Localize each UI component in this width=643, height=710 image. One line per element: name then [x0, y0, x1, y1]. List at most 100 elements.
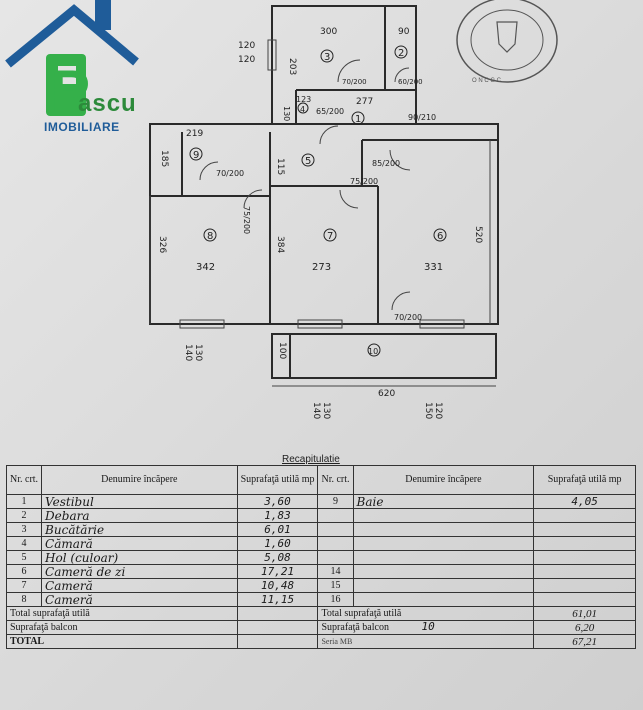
pascu-logo: P ascu IMOBILIARE [0, 0, 180, 140]
logo-letter: P [50, 58, 90, 125]
row-name: Cameră [41, 592, 238, 607]
dim-130a: 130 [193, 344, 203, 361]
width-620: 620 [378, 389, 395, 399]
row-nr: 4 [5, 536, 43, 551]
row-name: Hol (culoar) [41, 550, 238, 565]
door-label-1: 65/200 [316, 107, 344, 116]
total-row: TOTAL Seria MB 67,21 [6, 634, 636, 649]
door-label-5: 75/200 [242, 206, 251, 234]
dim-120c: 120 [433, 402, 443, 419]
room-number-2: 2 [398, 48, 404, 59]
room-number-6: 6 [437, 231, 443, 242]
row-name2 [352, 522, 535, 537]
room-number-1: 1 [355, 114, 361, 125]
dim-123: 123 [296, 95, 311, 104]
door-label-9: 70/200 [342, 78, 367, 86]
room-number-8: 8 [207, 231, 213, 242]
balcon-right-cell: Suprafaţă balcon 10 [317, 620, 535, 635]
row-area: 11,15 [236, 592, 319, 607]
dim-520: 520 [473, 226, 483, 243]
empty-cell [236, 620, 319, 635]
width-342: 342 [196, 262, 215, 273]
row-area2 [533, 564, 636, 579]
room-number-9: 9 [193, 150, 199, 161]
dim-219: 219 [186, 129, 203, 139]
total-util-row: Total suprafaţă utilă Total suprafaţă ut… [6, 606, 636, 621]
empty-cell [236, 634, 319, 649]
dim-140b: 140 [311, 402, 321, 419]
dim-384: 384 [275, 236, 285, 253]
row-name2 [352, 508, 535, 523]
row-area2 [533, 508, 636, 523]
col-nr: Nr. crt. [5, 465, 43, 495]
width-273: 273 [312, 262, 331, 273]
row-name: Bucătărie [41, 522, 238, 537]
balcon-row: Suprafaţă balcon Suprafaţă balcon 10 6,2… [6, 620, 636, 635]
col-area2: Suprafaţă utilă mp [533, 465, 636, 495]
row-name2 [352, 550, 535, 565]
dim-300: 300 [320, 27, 337, 37]
total-util-label: Total suprafaţă utilă [6, 606, 238, 621]
door-label-7: 85/200 [372, 159, 400, 168]
row-area2 [533, 522, 636, 537]
row-name2 [352, 578, 535, 593]
row-nr2: 9 [317, 494, 354, 509]
room-number-5: 5 [305, 156, 311, 167]
balcon-room-number: 10 [421, 620, 435, 633]
total-label: TOTAL [6, 634, 238, 649]
width-331: 331 [424, 262, 443, 273]
door-label-3: 70/200 [216, 169, 244, 178]
balcon-label: Suprafaţă balcon [6, 620, 238, 635]
row-area2 [533, 550, 636, 565]
row-area: 10,48 [236, 578, 319, 593]
row-area2 [533, 592, 636, 607]
room-number-10: 10 [368, 347, 378, 356]
col-name2: Denumire încăpere [352, 465, 535, 495]
dim-150: 150 [423, 402, 433, 419]
dim-203: 203 [287, 58, 297, 75]
row-nr2 [317, 508, 354, 523]
row-nr: 2 [5, 508, 43, 523]
dim-90: 90 [398, 27, 410, 37]
row-area: 6,01 [236, 522, 319, 537]
row-area2 [533, 578, 636, 593]
row-name2 [352, 564, 535, 579]
recap-title: Recapitulatie [282, 454, 340, 465]
col-area: Suprafaţă utilă mp [236, 465, 319, 495]
row-nr: 7 [5, 578, 43, 593]
row-area: 1,83 [236, 508, 319, 523]
balcon-value: 6,20 [533, 620, 636, 635]
door-label-6: 75/200 [350, 177, 378, 186]
stamp-overlay-cell: Seria MB [317, 634, 535, 649]
door-label-4: 60/200 [398, 78, 423, 86]
row-nr: 5 [5, 550, 43, 565]
total-value: 67,21 [533, 634, 636, 649]
row-nr2: 14 [317, 564, 354, 579]
row-nr2 [317, 536, 354, 551]
row-area: 3,60 [236, 494, 319, 509]
row-nr2 [317, 522, 354, 537]
dim-100: 100 [277, 342, 287, 359]
door-label-2: 90/210 [408, 113, 436, 122]
row-name2 [352, 536, 535, 551]
row-nr2 [317, 550, 354, 565]
room-number-3: 3 [324, 52, 330, 63]
stamp-line3: O N C G C [472, 78, 502, 84]
row-name: Debara [41, 508, 238, 523]
empty-cell [236, 606, 319, 621]
col-name: Denumire încăpere [41, 465, 238, 495]
dim-120b: 120 [238, 55, 255, 65]
dim-277: 277 [356, 97, 373, 107]
dim-326: 326 [157, 236, 167, 253]
row-nr: 3 [5, 522, 43, 537]
row-name: Cameră [41, 578, 238, 593]
row-name2: Baie [352, 494, 535, 509]
row-nr: 8 [5, 592, 43, 607]
total-util-value: 61,01 [533, 606, 636, 621]
total-util-label-right: Total suprafaţă utilă [317, 606, 535, 621]
